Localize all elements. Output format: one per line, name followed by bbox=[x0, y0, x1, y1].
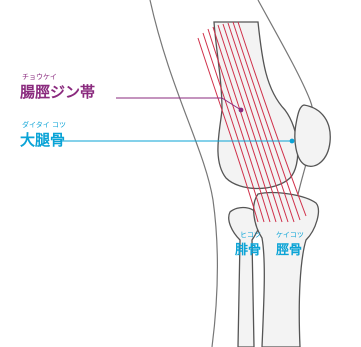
femur-leader-dot bbox=[290, 139, 295, 144]
leg-outline-back bbox=[150, 0, 217, 347]
fibula-furigana: ヒコツ bbox=[240, 232, 261, 239]
itb-leader-dot bbox=[239, 108, 244, 113]
femur-label: 大腿骨 bbox=[20, 133, 65, 148]
femur-furigana: ダイタイ コツ bbox=[22, 122, 66, 129]
fibula-label: 腓骨 bbox=[235, 244, 261, 257]
itb-furigana: チョウケイ bbox=[22, 74, 57, 81]
tibia-furigana: ケイコツ bbox=[276, 232, 304, 239]
itb-label: 腸脛ジン帯 bbox=[20, 85, 95, 100]
fibula-bone bbox=[229, 207, 260, 347]
patella-bone bbox=[295, 105, 330, 166]
tibia-label: 脛骨 bbox=[276, 244, 302, 257]
